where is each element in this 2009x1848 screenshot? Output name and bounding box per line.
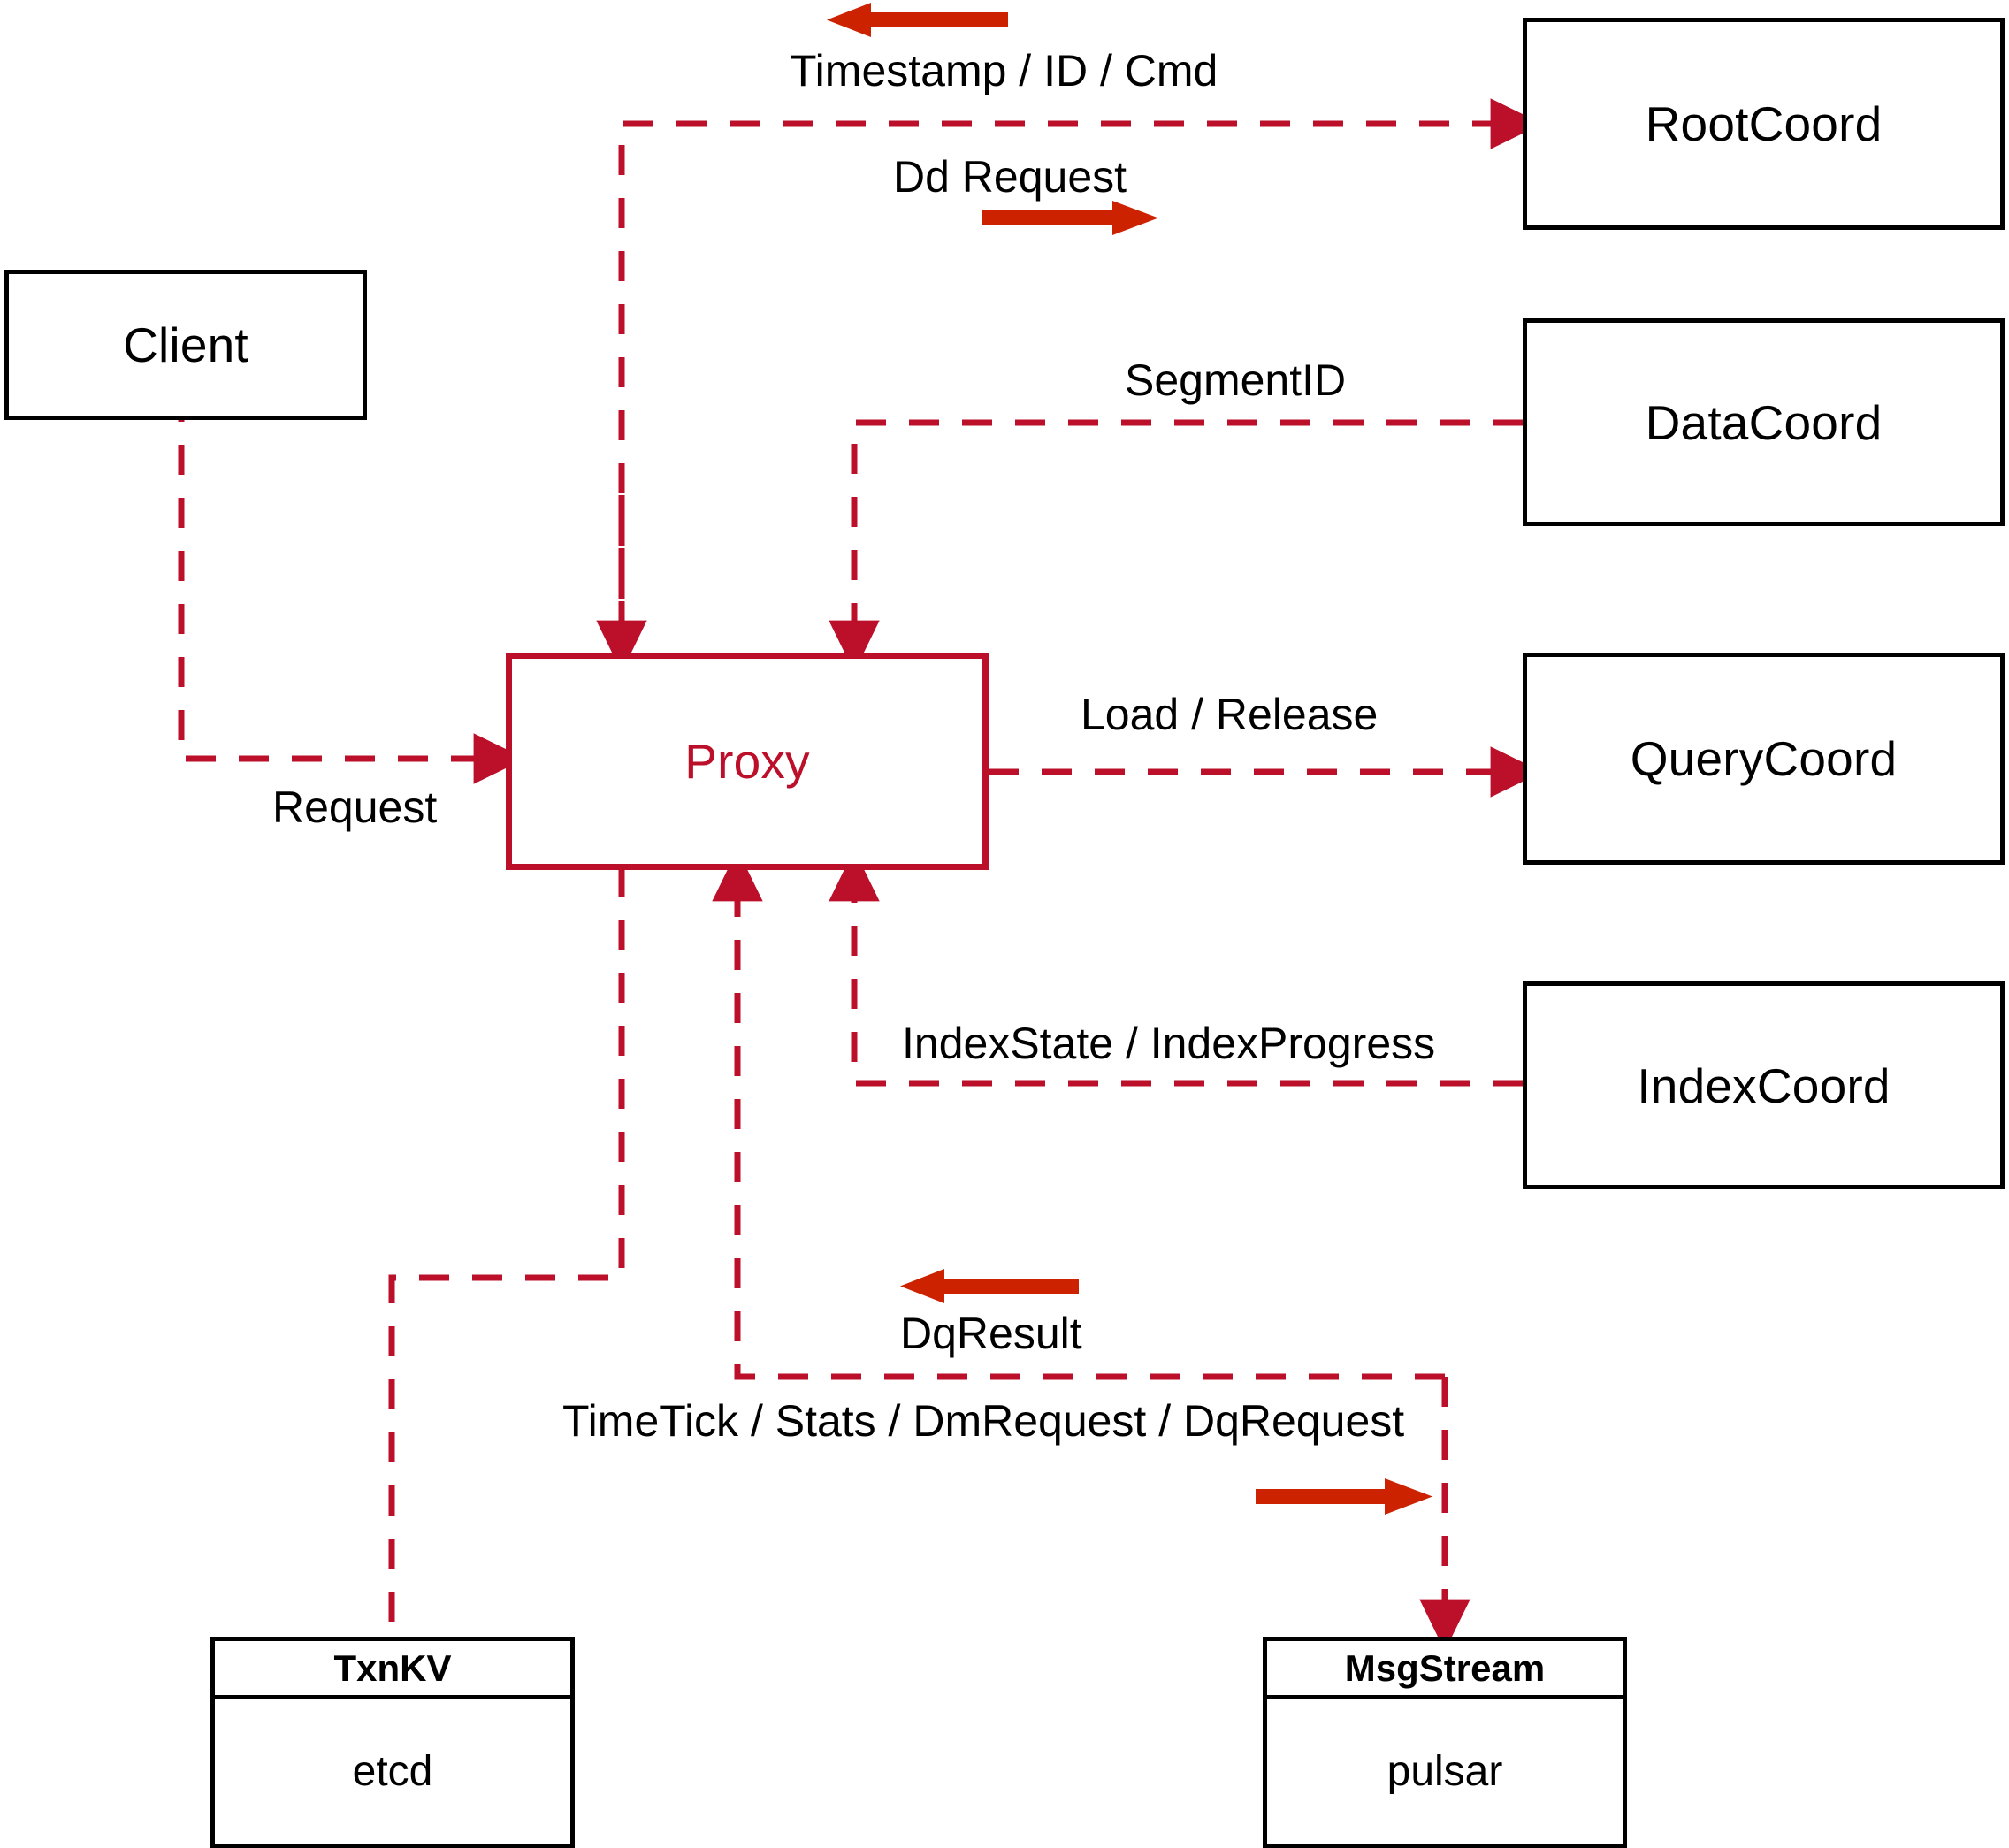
node-txnkv-header: TxnKV <box>215 1641 570 1699</box>
node-proxy-label: Proxy <box>684 734 810 789</box>
hint-arrow-dqresult-left <box>900 1269 1079 1303</box>
edge-msgstream-proxy-dqresult <box>712 849 1445 1380</box>
node-indexcoord-label: IndexCoord <box>1637 1058 1891 1113</box>
node-querycoord[interactable]: QueryCoord <box>1523 653 2005 865</box>
node-msgstream[interactable]: MsgStream pulsar <box>1263 1637 1627 1848</box>
hint-arrow-timestamp-left <box>827 3 1008 37</box>
node-client[interactable]: Client <box>4 270 367 420</box>
edge-label-index-state-progress: IndexState / IndexProgress <box>902 1019 1436 1068</box>
node-txnkv-body: etcd <box>352 1748 433 1795</box>
edge-label-timestamp-id-cmd: Timestamp / ID / Cmd <box>790 46 1218 95</box>
hint-arrow-timetick-right <box>1256 1478 1432 1515</box>
edge-label-timetick-stats: TimeTick / Stats / DmRequest / DqRequest <box>562 1396 1405 1446</box>
node-rootcoord-label: RootCoord <box>1645 96 1883 151</box>
edge-label-request: Request <box>272 783 438 832</box>
edge-datacoord-proxy <box>829 419 1523 673</box>
node-msgstream-header: MsgStream <box>1267 1641 1623 1699</box>
node-msgstream-body: pulsar <box>1386 1748 1503 1795</box>
node-datacoord[interactable]: DataCoord <box>1523 318 2005 526</box>
node-indexcoord[interactable]: IndexCoord <box>1523 981 2005 1189</box>
edge-client-proxy <box>178 392 526 784</box>
edge-proxy-txnkv <box>388 867 625 1637</box>
edge-label-segment-id: SegmentID <box>1125 355 1347 405</box>
node-querycoord-label: QueryCoord <box>1630 731 1898 786</box>
node-client-label: Client <box>123 317 248 372</box>
node-proxy[interactable]: Proxy <box>506 653 989 870</box>
node-txnkv[interactable]: TxnKV etcd <box>210 1637 575 1848</box>
edge-label-dd-request: Dd Request <box>893 152 1127 202</box>
node-datacoord-label: DataCoord <box>1645 394 1883 450</box>
edge-label-dq-result: DqResult <box>900 1309 1082 1358</box>
hint-arrow-dd-request-right <box>982 201 1158 235</box>
edge-indexcoord-proxy <box>829 849 1523 1087</box>
edge-label-load-release: Load / Release <box>1081 690 1379 739</box>
edge-proxy-rootcoord <box>618 98 1543 653</box>
node-rootcoord[interactable]: RootCoord <box>1523 18 2005 230</box>
